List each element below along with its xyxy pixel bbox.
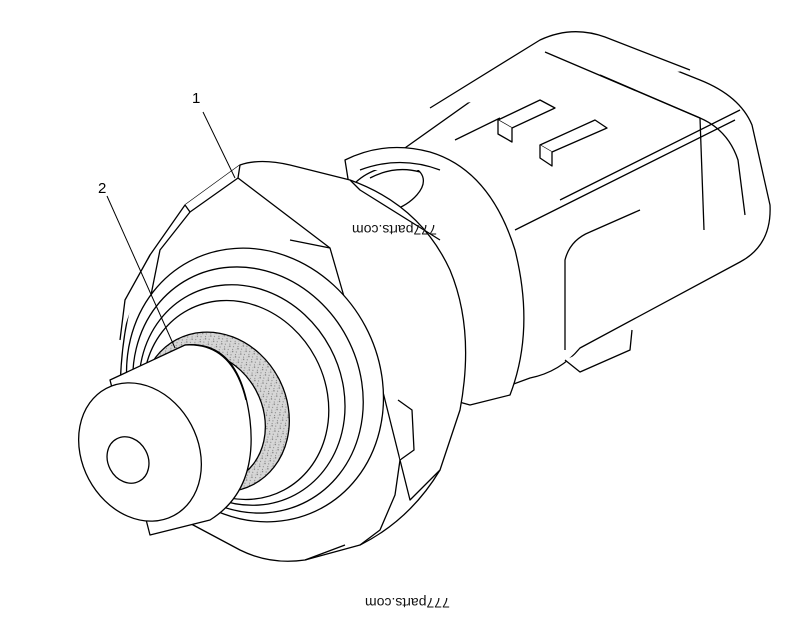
leader-line-2 — [106, 195, 176, 349]
callout-label-2: 2 — [98, 180, 107, 197]
callout-label-1: 1 — [192, 90, 201, 107]
pressure-port — [77, 344, 252, 536]
watermark-text-bottom: 777parts.com — [365, 595, 450, 611]
callout-leaders — [106, 111, 236, 349]
leader-line-1 — [202, 111, 236, 179]
watermark-text-mid: 777parts.com — [352, 222, 437, 238]
